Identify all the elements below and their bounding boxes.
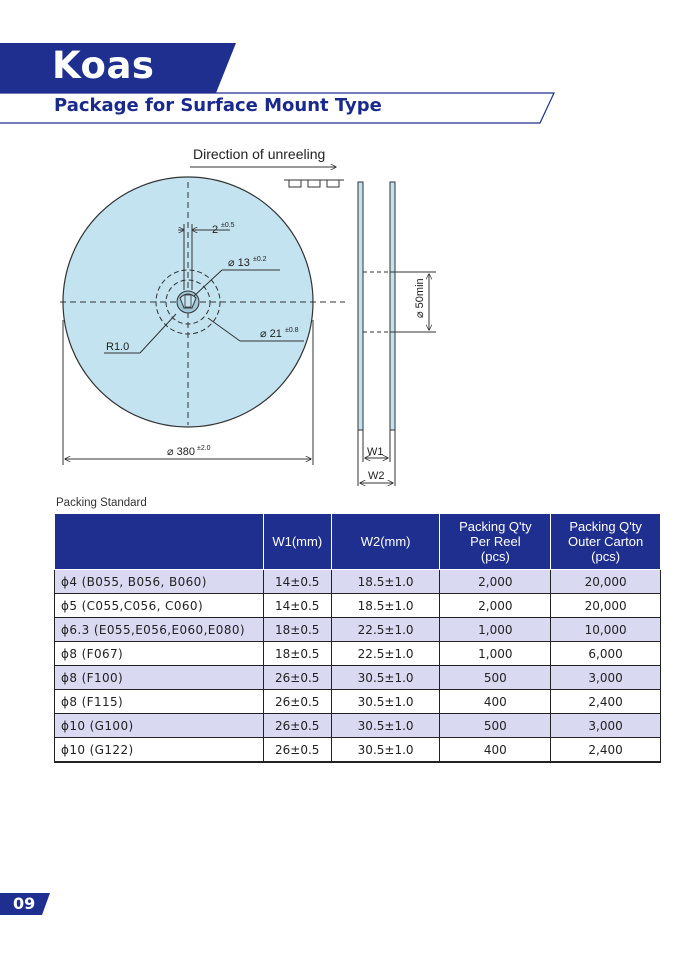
reel-diagram: Direction of unreeling 2 ±0.5 ⌀ 13 ±0.2 … xyxy=(60,146,436,486)
direction-label: Direction of unreeling xyxy=(193,146,325,162)
cell-outer: 3,000 xyxy=(550,665,661,690)
w1-label: W1 xyxy=(367,446,384,458)
cell-per-reel: 400 xyxy=(439,737,552,763)
reel-flange-left xyxy=(357,181,364,431)
cell-per-reel: 400 xyxy=(439,689,552,714)
svg-text:±0.8: ±0.8 xyxy=(285,327,299,334)
cell-w2: 30.5±1.0 xyxy=(330,737,441,763)
cell-w2: 22.5±1.0 xyxy=(330,617,441,642)
cell-w1: 18±0.5 xyxy=(262,641,332,666)
cell-type: ϕ5 (C055,C056, C060) xyxy=(54,593,264,618)
packing-standard-label: Packing Standard xyxy=(56,497,147,509)
cell-w2: 22.5±1.0 xyxy=(330,641,441,666)
header-outer-carton: Packing Q'ty Outer Carton (pcs) xyxy=(550,513,661,570)
svg-text:±0.2: ±0.2 xyxy=(253,256,267,263)
header-type xyxy=(54,513,264,570)
table-row: ϕ8 (F067) 18±0.5 22.5±1.0 1,000 6,000 xyxy=(54,641,661,666)
page-title: Package for Surface Mount Type xyxy=(54,95,382,116)
cell-w2: 18.5±1.0 xyxy=(330,593,441,618)
cell-type: ϕ10 (G122) xyxy=(54,737,264,763)
cell-per-reel: 1,000 xyxy=(439,617,552,642)
cell-type: ϕ4 (B055, B056, B060) xyxy=(54,569,264,594)
cell-type: ϕ8 (F115) xyxy=(54,689,264,714)
table-row: ϕ5 (C055,C056, C060) 14±0.5 18.5±1.0 2,0… xyxy=(54,593,661,618)
reel-diameter-dim: ⌀ 380 xyxy=(167,446,195,458)
cell-type: ϕ8 (F100) xyxy=(54,665,264,690)
cell-type: ϕ8 (F067) xyxy=(54,641,264,666)
cell-outer: 6,000 xyxy=(550,641,661,666)
cell-per-reel: 2,000 xyxy=(439,569,552,594)
svg-text:±2.0: ±2.0 xyxy=(197,445,211,452)
cell-w1: 26±0.5 xyxy=(262,713,332,738)
cell-per-reel: 500 xyxy=(439,665,552,690)
cell-type: ϕ6.3 (E055,E056,E060,E080) xyxy=(54,617,264,642)
header-per-reel: Packing Q'ty Per Reel (pcs) xyxy=(439,513,552,570)
cell-w1: 14±0.5 xyxy=(262,569,332,594)
page-number-banner xyxy=(0,893,50,915)
radius-dim: R1.0 xyxy=(106,341,129,353)
brand-banner xyxy=(0,43,236,93)
cell-outer: 20,000 xyxy=(550,593,661,618)
cell-outer: 2,400 xyxy=(550,689,661,714)
table-row: ϕ8 (F100) 26±0.5 30.5±1.0 500 3,000 xyxy=(54,665,661,690)
hub-dim: ⌀ 13 xyxy=(228,257,250,269)
header-w2: W2(mm) xyxy=(330,513,441,570)
cell-w1: 26±0.5 xyxy=(262,737,332,763)
packing-table: W1(mm) W2(mm) Packing Q'ty Per Reel (pcs… xyxy=(54,513,661,763)
cell-w2: 18.5±1.0 xyxy=(330,569,441,594)
header-w1: W1(mm) xyxy=(262,513,332,570)
brand-logo: Koas xyxy=(52,44,155,87)
cell-type: ϕ10 (G100) xyxy=(54,713,264,738)
cell-w2: 30.5±1.0 xyxy=(330,665,441,690)
cell-outer: 20,000 xyxy=(550,569,661,594)
cell-w2: 30.5±1.0 xyxy=(330,689,441,714)
flange-dim: ⌀ 50min xyxy=(414,278,426,318)
slot-dim: 2 xyxy=(212,224,218,236)
table-row: ϕ10 (G100) 26±0.5 30.5±1.0 500 3,000 xyxy=(54,713,661,738)
table-header-row: W1(mm) W2(mm) Packing Q'ty Per Reel (pcs… xyxy=(54,513,661,570)
cell-w1: 14±0.5 xyxy=(262,593,332,618)
cell-w1: 26±0.5 xyxy=(262,689,332,714)
reel-flange-right xyxy=(389,181,396,431)
cell-outer: 10,000 xyxy=(550,617,661,642)
cell-outer: 3,000 xyxy=(550,713,661,738)
svg-text:±0.5: ±0.5 xyxy=(221,222,235,229)
cell-w2: 30.5±1.0 xyxy=(330,713,441,738)
table-row: ϕ4 (B055, B056, B060) 14±0.5 18.5±1.0 2,… xyxy=(54,569,661,594)
table-row: ϕ8 (F115) 26±0.5 30.5±1.0 400 2,400 xyxy=(54,689,661,714)
mid-dim: ⌀ 21 xyxy=(260,328,282,340)
subtitle-frame xyxy=(0,92,555,124)
table-row: ϕ10 (G122) 26±0.5 30.5±1.0 400 2,400 xyxy=(54,737,661,763)
w2-label: W2 xyxy=(368,470,385,482)
table-row: ϕ6.3 (E055,E056,E060,E080) 18±0.5 22.5±1… xyxy=(54,617,661,642)
page-number: 09 xyxy=(13,894,36,913)
cell-w1: 26±0.5 xyxy=(262,665,332,690)
cell-per-reel: 2,000 xyxy=(439,593,552,618)
cell-w1: 18±0.5 xyxy=(262,617,332,642)
cell-per-reel: 1,000 xyxy=(439,641,552,666)
cell-per-reel: 500 xyxy=(439,713,552,738)
cell-outer: 2,400 xyxy=(550,737,661,763)
